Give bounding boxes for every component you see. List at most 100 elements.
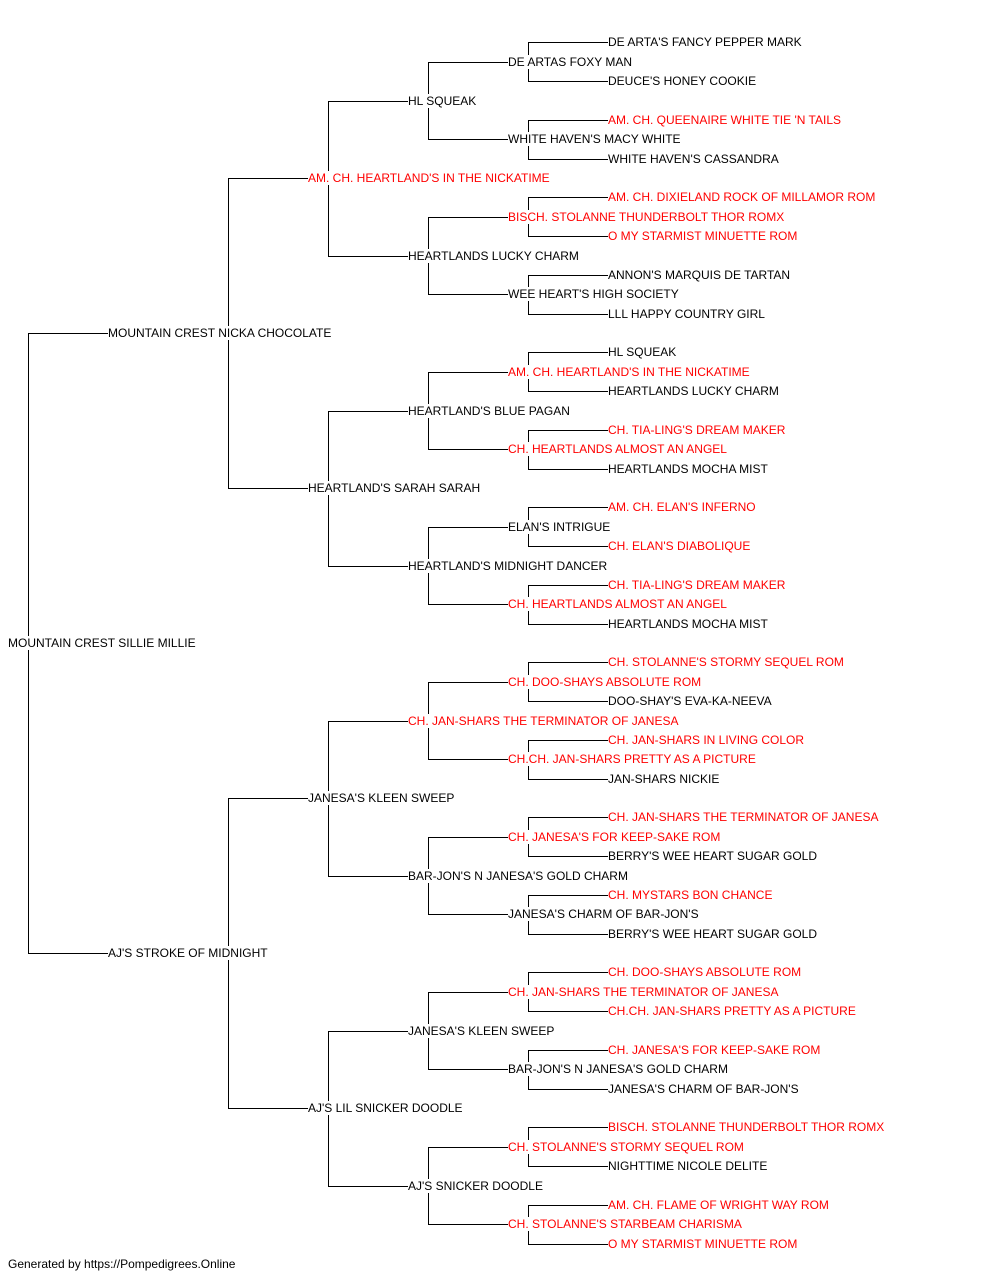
connector-sire <box>528 120 608 121</box>
connector-sire <box>528 197 608 198</box>
connector-dam <box>528 236 608 237</box>
connector-sire <box>528 430 608 431</box>
ancestor-name: BISCH. STOLANNE THUNDERBOLT THOR ROMX <box>508 210 787 224</box>
ancestor-name: DE ARTA'S FANCY PEPPER MARK <box>608 35 804 49</box>
ancestor-name: BERRY'S WEE HEART SUGAR GOLD <box>608 927 820 941</box>
ancestor-name: ELAN'S INTRIGUE <box>508 520 613 534</box>
connector-sire <box>228 178 308 179</box>
ancestor-name: HL SQUEAK <box>408 94 479 108</box>
ancestor-name: O MY STARMIST MINUETTE ROM <box>608 229 800 243</box>
connector-sire <box>428 1147 508 1148</box>
ancestor-name: AM. CH. ELAN'S INFERNO <box>608 500 758 514</box>
ancestor-name: HEARTLAND'S BLUE PAGAN <box>408 404 572 418</box>
ancestor-name: NIGHTTIME NICOLE DELITE <box>608 1159 770 1173</box>
connector-dam <box>428 139 508 140</box>
connector-sire <box>28 333 108 334</box>
connector-dam <box>528 934 608 935</box>
ancestor-name: CH. JAN-SHARS THE TERMINATOR OF JANESA <box>608 810 881 824</box>
ancestor-name: CH. DOO-SHAYS ABSOLUTE ROM <box>508 675 704 689</box>
subject-dog-name: MOUNTAIN CREST SILLIE MILLIE <box>8 636 198 650</box>
ancestor-name: WHITE HAVEN'S MACY WHITE <box>508 132 683 146</box>
connector-dam <box>428 1224 508 1225</box>
ancestor-name: CH.CH. JAN-SHARS PRETTY AS A PICTURE <box>608 1004 858 1018</box>
ancestor-name: AM. CH. DIXIELAND ROCK OF MILLAMOR ROM <box>608 190 878 204</box>
ancestor-name: CH. TIA-LING'S DREAM MAKER <box>608 578 788 592</box>
connector-sire <box>528 662 608 663</box>
ancestor-name: HEARTLAND'S SARAH SARAH <box>308 481 483 495</box>
ancestor-name: BAR-JON'S N JANESA'S GOLD CHARM <box>508 1062 730 1076</box>
connector-dam <box>528 1089 608 1090</box>
connector-dam <box>428 759 508 760</box>
connector-dam <box>428 914 508 915</box>
ancestor-name: CH. JANESA'S FOR KEEP-SAKE ROM <box>608 1043 823 1057</box>
connector-sire <box>328 721 408 722</box>
ancestor-name: CH. JAN-SHARS THE TERMINATOR OF JANESA <box>408 714 681 728</box>
connector-dam <box>528 314 608 315</box>
ancestor-name: WHITE HAVEN'S CASSANDRA <box>608 152 781 166</box>
ancestor-name: BAR-JON'S N JANESA'S GOLD CHARM <box>408 869 630 883</box>
ancestor-name: DE ARTAS FOXY MAN <box>508 55 635 69</box>
connector-dam <box>228 1108 308 1109</box>
connector-dam <box>528 1166 608 1167</box>
ancestor-name: DEUCE'S HONEY COOKIE <box>608 74 759 88</box>
footer-credit: Generated by https://Pompedigrees.Online <box>8 1257 236 1271</box>
connector-sire <box>528 275 608 276</box>
ancestor-name: O MY STARMIST MINUETTE ROM <box>608 1237 800 1251</box>
ancestor-name: HEARTLAND'S MIDNIGHT DANCER <box>408 559 610 573</box>
connector-sire <box>528 1205 608 1206</box>
ancestor-name: JANESA'S CHARM OF BAR-JON'S <box>508 907 701 921</box>
ancestor-name: DOO-SHAY'S EVA-KA-NEEVA <box>608 694 774 708</box>
connector-dam <box>528 159 608 160</box>
ancestor-name: CH. TIA-LING'S DREAM MAKER <box>608 423 788 437</box>
connector-dam <box>528 1011 608 1012</box>
connector-dam <box>228 488 308 489</box>
ancestor-name: CH.CH. JAN-SHARS PRETTY AS A PICTURE <box>508 752 758 766</box>
connector-dam <box>528 81 608 82</box>
connector-sire <box>528 740 608 741</box>
ancestor-name: CH. JANESA'S FOR KEEP-SAKE ROM <box>508 830 723 844</box>
ancestor-name: CH. HEARTLANDS ALMOST AN ANGEL <box>508 597 729 611</box>
connector-dam <box>528 391 608 392</box>
connector-dam <box>528 624 608 625</box>
ancestor-name: JAN-SHARS NICKIE <box>608 772 722 786</box>
connector-sire <box>328 1031 408 1032</box>
ancestor-name: MOUNTAIN CREST NICKA CHOCOLATE <box>108 326 334 340</box>
connector-dam <box>528 779 608 780</box>
connector-sire <box>228 798 308 799</box>
ancestor-name: JANESA'S CHARM OF BAR-JON'S <box>608 1082 801 1096</box>
ancestor-name: AM. CH. QUEENAIRE WHITE TIE 'N TAILS <box>608 113 843 127</box>
ancestor-name: CH. STOLANNE'S STARBEAM CHARISMA <box>508 1217 744 1231</box>
connector-dam <box>428 604 508 605</box>
connector-dam <box>328 876 408 877</box>
connector-dam <box>528 701 608 702</box>
ancestor-name: HEARTLANDS LUCKY CHARM <box>408 249 581 263</box>
connector-dam <box>528 1244 608 1245</box>
connector-sire <box>328 411 408 412</box>
ancestor-name: ANNON'S MARQUIS DE TARTAN <box>608 268 793 282</box>
ancestor-name: CH. STOLANNE'S STORMY SEQUEL ROM <box>608 655 846 669</box>
connector-sire <box>528 1127 608 1128</box>
ancestor-name: CH. ELAN'S DIABOLIQUE <box>608 539 753 553</box>
ancestor-name: AJ'S STROKE OF MIDNIGHT <box>108 946 270 960</box>
ancestor-name: WEE HEART'S HIGH SOCIETY <box>508 287 681 301</box>
connector-sire <box>528 42 608 43</box>
connector-sire <box>528 1050 608 1051</box>
connector-dam <box>428 449 508 450</box>
ancestor-name: AM. CH. HEARTLAND'S IN THE NICKATIME <box>508 365 752 379</box>
connector-sire <box>528 895 608 896</box>
ancestor-name: AJ'S LIL SNICKER DOODLE <box>308 1101 465 1115</box>
connector-dam <box>328 566 408 567</box>
ancestor-name: CH. DOO-SHAYS ABSOLUTE ROM <box>608 965 804 979</box>
ancestor-name: HL SQUEAK <box>608 345 679 359</box>
connector-sire <box>528 507 608 508</box>
ancestor-name: CH. JAN-SHARS IN LIVING COLOR <box>608 733 807 747</box>
ancestor-name: JANESA'S KLEEN SWEEP <box>408 1024 557 1038</box>
ancestor-name: HEARTLANDS LUCKY CHARM <box>608 384 781 398</box>
connector-sire <box>428 217 508 218</box>
connector-sire <box>528 817 608 818</box>
connector-sire <box>428 62 508 63</box>
ancestor-name: LLL HAPPY COUNTRY GIRL <box>608 307 767 321</box>
connector-dam <box>28 953 108 954</box>
ancestor-name: JANESA'S KLEEN SWEEP <box>308 791 457 805</box>
